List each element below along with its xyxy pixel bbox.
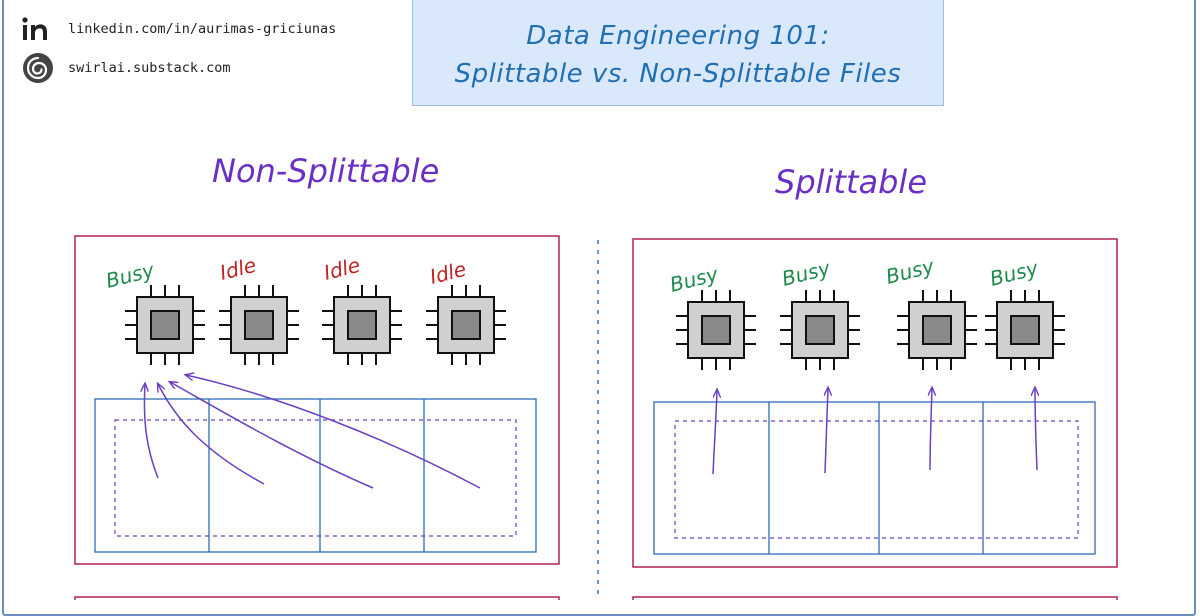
- non-splittable-panel: [74, 235, 560, 565]
- splittable-file: [653, 401, 1096, 555]
- cpu-status-label: Idle: [217, 253, 258, 285]
- cpu-chip-icon: [985, 290, 1065, 370]
- cpu-chip-icon: [676, 290, 756, 370]
- swirl-icon: [22, 52, 54, 84]
- linkedin-contact[interactable]: linkedin.com/in/aurimas-griciunas: [22, 16, 336, 42]
- splittable-bottom-panel: [632, 596, 1118, 600]
- splittable-heading: Splittable: [775, 163, 927, 201]
- non-splittable-heading: Non-Splittable: [212, 152, 440, 190]
- linkedin-icon: [22, 16, 54, 42]
- title-box: Data Engineering 101: Splittable vs. Non…: [412, 0, 944, 106]
- cpu-status-label: Busy: [667, 262, 721, 297]
- read-arrow: [825, 388, 828, 474]
- cpu-status-label: Busy: [779, 256, 833, 291]
- cpu-chip-icon: [897, 290, 977, 370]
- non-splittable-file-inner: [114, 419, 517, 537]
- read-arrow: [712, 390, 717, 475]
- cpu-chip-icon: [322, 285, 402, 365]
- cpu-chip-icon: [426, 285, 506, 365]
- splittable-file-inner: [674, 420, 1079, 539]
- substack-contact[interactable]: swirlai.substack.com: [22, 52, 231, 84]
- cpu-status-label: Busy: [883, 254, 937, 289]
- read-arrow: [144, 384, 159, 479]
- read-arrow: [1035, 388, 1037, 471]
- cpu-status-label: Busy: [987, 256, 1041, 291]
- cpu-status-label: Busy: [103, 258, 157, 293]
- cpu-status-label: Idle: [321, 253, 362, 285]
- read-arrow: [158, 384, 265, 485]
- substack-url[interactable]: swirlai.substack.com: [68, 60, 231, 76]
- title-line-2: Splittable vs. Non-Splittable Files: [454, 59, 902, 89]
- non-splittable-file: [94, 398, 537, 553]
- read-arrow: [186, 375, 481, 489]
- read-arrow: [930, 388, 932, 471]
- linkedin-url[interactable]: linkedin.com/in/aurimas-griciunas: [68, 21, 337, 37]
- title-line-1: Data Engineering 101:: [526, 21, 830, 51]
- cpu-chip-icon: [125, 285, 205, 365]
- splittable-panel: [632, 238, 1118, 568]
- read-arrow: [170, 382, 374, 489]
- cpu-status-label: Idle: [427, 257, 468, 289]
- diagram-canvas: Busy Idle Idle Idle Busy Busy Busy Busy: [74, 235, 1118, 600]
- cpu-chip-icon: [219, 285, 299, 365]
- cpu-chip-icon: [780, 290, 860, 370]
- non-splittable-bottom-panel: [74, 596, 560, 600]
